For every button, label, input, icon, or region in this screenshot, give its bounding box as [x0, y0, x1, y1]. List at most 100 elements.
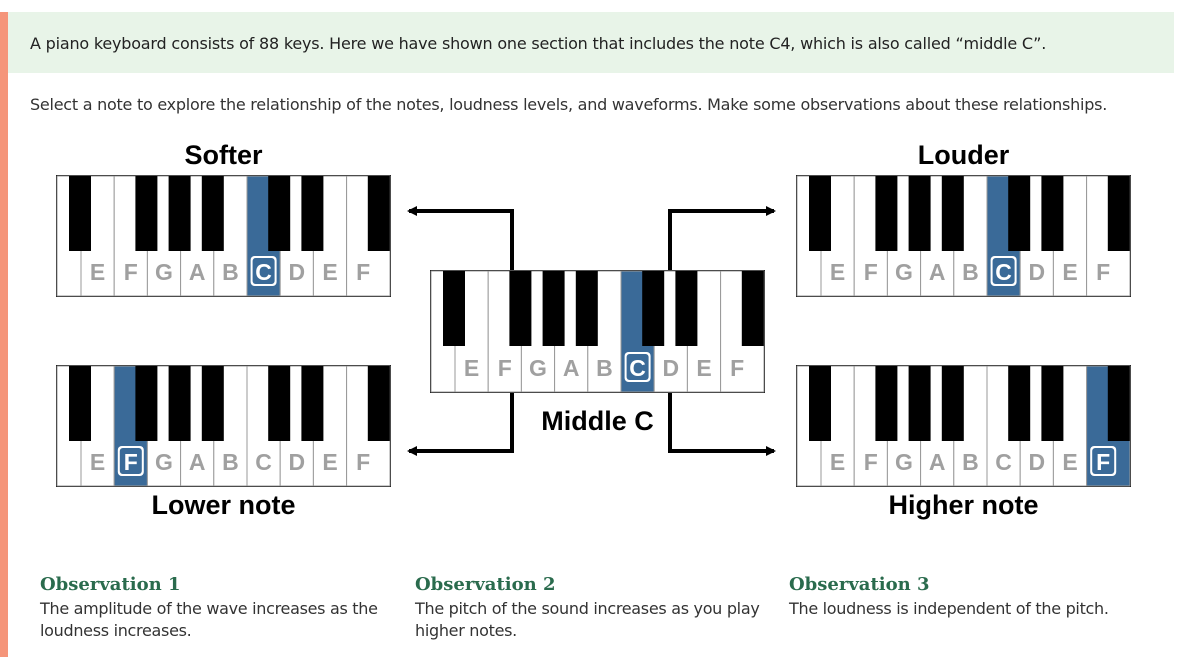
note-label-f: F	[864, 449, 878, 475]
arrow-to-higher-note	[668, 393, 776, 456]
black-key-g-sharp[interactable]	[908, 176, 931, 251]
black-key-c-sharp[interactable]	[1008, 176, 1031, 251]
black-key-a-sharp[interactable]	[575, 271, 598, 346]
note-label-e: E	[830, 259, 845, 285]
note-label-e: E	[90, 449, 105, 475]
black-key-f-sharp-right[interactable]	[741, 271, 764, 346]
note-label-d: D	[288, 449, 305, 475]
black-key-d-sharp[interactable]	[675, 271, 698, 346]
black-key-c-sharp[interactable]	[642, 271, 665, 346]
black-key-d-sharp-left[interactable]	[69, 366, 91, 441]
note-label-a: A	[929, 449, 946, 475]
note-label-e: E	[696, 355, 711, 381]
black-key-f-sharp-right[interactable]	[1107, 176, 1130, 251]
black-key-c-sharp[interactable]	[268, 366, 291, 441]
note-label-g: G	[155, 449, 173, 475]
note-label-f: F	[1096, 449, 1110, 475]
note-label-c: C	[255, 259, 272, 285]
keyboard-louder-label: Louder	[917, 140, 1010, 170]
note-label-g: G	[895, 259, 913, 285]
keyboard-middle-c-label: Middle C	[541, 406, 654, 436]
note-label-c: C	[995, 449, 1012, 475]
black-key-d-sharp-left[interactable]	[809, 176, 831, 251]
black-key-f-sharp-right[interactable]	[367, 366, 390, 441]
black-key-d-sharp[interactable]	[301, 366, 324, 441]
black-key-a-sharp[interactable]	[201, 176, 224, 251]
black-key-d-sharp-left[interactable]	[443, 271, 465, 346]
note-label-b: B	[962, 449, 979, 475]
black-key-a-sharp[interactable]	[941, 176, 964, 251]
note-label-a: A	[189, 449, 206, 475]
arrow-to-softer	[407, 206, 514, 270]
black-key-a-sharp[interactable]	[201, 366, 224, 441]
observation-1-text: The amplitude of the wave increases as t…	[40, 599, 378, 640]
black-key-f-sharp-right[interactable]	[1107, 366, 1130, 441]
intro-text: A piano keyboard consists of 88 keys. He…	[30, 34, 1047, 53]
note-label-a: A	[929, 259, 946, 285]
black-key-f-sharp[interactable]	[135, 176, 158, 251]
black-key-d-sharp-left[interactable]	[69, 176, 91, 251]
note-label-d: D	[662, 355, 679, 381]
observation-2: Observation 2 The pitch of the sound inc…	[415, 574, 760, 642]
black-key-g-sharp[interactable]	[168, 176, 191, 251]
black-key-d-sharp[interactable]	[1041, 366, 1064, 441]
observation-2-text: The pitch of the sound increases as you …	[415, 599, 760, 640]
note-label-d: D	[1028, 449, 1045, 475]
black-key-f-sharp-right[interactable]	[367, 176, 390, 251]
note-label-e: E	[464, 355, 479, 381]
black-key-f-sharp[interactable]	[509, 271, 532, 346]
note-label-d: D	[288, 259, 305, 285]
note-label-d: D	[1028, 259, 1045, 285]
black-key-c-sharp[interactable]	[268, 176, 291, 251]
observation-3: Observation 3 The loudness is independen…	[789, 574, 1134, 620]
note-label-c: C	[995, 259, 1012, 285]
note-label-a: A	[189, 259, 206, 285]
note-label-g: G	[155, 259, 173, 285]
note-label-a: A	[563, 355, 580, 381]
keyboard-higher-note-label: Higher note	[888, 490, 1039, 520]
black-key-g-sharp[interactable]	[542, 271, 565, 346]
accent-bar	[0, 12, 8, 657]
intro-banner: A piano keyboard consists of 88 keys. He…	[8, 12, 1174, 73]
selected-note-badge-fill	[626, 354, 649, 380]
black-key-d-sharp[interactable]	[1041, 176, 1064, 251]
note-label-e: E	[1062, 449, 1077, 475]
note-label-f: F	[864, 259, 878, 285]
black-key-d-sharp[interactable]	[301, 176, 324, 251]
selected-note-badge-fill	[119, 448, 142, 474]
note-label-f: F	[730, 355, 744, 381]
black-key-a-sharp[interactable]	[941, 366, 964, 441]
note-label-e: E	[322, 449, 337, 475]
observation-1: Observation 1 The amplitude of the wave …	[40, 574, 385, 642]
black-key-f-sharp[interactable]	[135, 366, 158, 441]
note-label-b: B	[962, 259, 979, 285]
keyboard-softer-label: Softer	[184, 140, 263, 170]
black-key-f-sharp[interactable]	[875, 176, 898, 251]
black-key-f-sharp[interactable]	[875, 366, 898, 441]
black-key-g-sharp[interactable]	[168, 366, 191, 441]
note-label-f: F	[124, 259, 138, 285]
note-label-f: F	[124, 449, 138, 475]
instructions-text: Select a note to explore the relationshi…	[30, 95, 1108, 114]
selected-note-badge-fill	[252, 258, 275, 284]
black-key-c-sharp[interactable]	[1008, 366, 1031, 441]
arrow-to-louder	[668, 206, 776, 270]
note-label-e: E	[322, 259, 337, 285]
observation-2-title: Observation 2	[415, 574, 556, 595]
note-label-g: G	[529, 355, 547, 381]
note-label-b: B	[222, 259, 239, 285]
note-label-e: E	[830, 449, 845, 475]
note-label-e: E	[1062, 259, 1077, 285]
black-key-g-sharp[interactable]	[908, 366, 931, 441]
note-label-g: G	[895, 449, 913, 475]
note-label-f: F	[498, 355, 512, 381]
note-label-f: F	[356, 259, 370, 285]
black-key-d-sharp-left[interactable]	[809, 366, 831, 441]
observation-3-title: Observation 3	[789, 574, 930, 595]
